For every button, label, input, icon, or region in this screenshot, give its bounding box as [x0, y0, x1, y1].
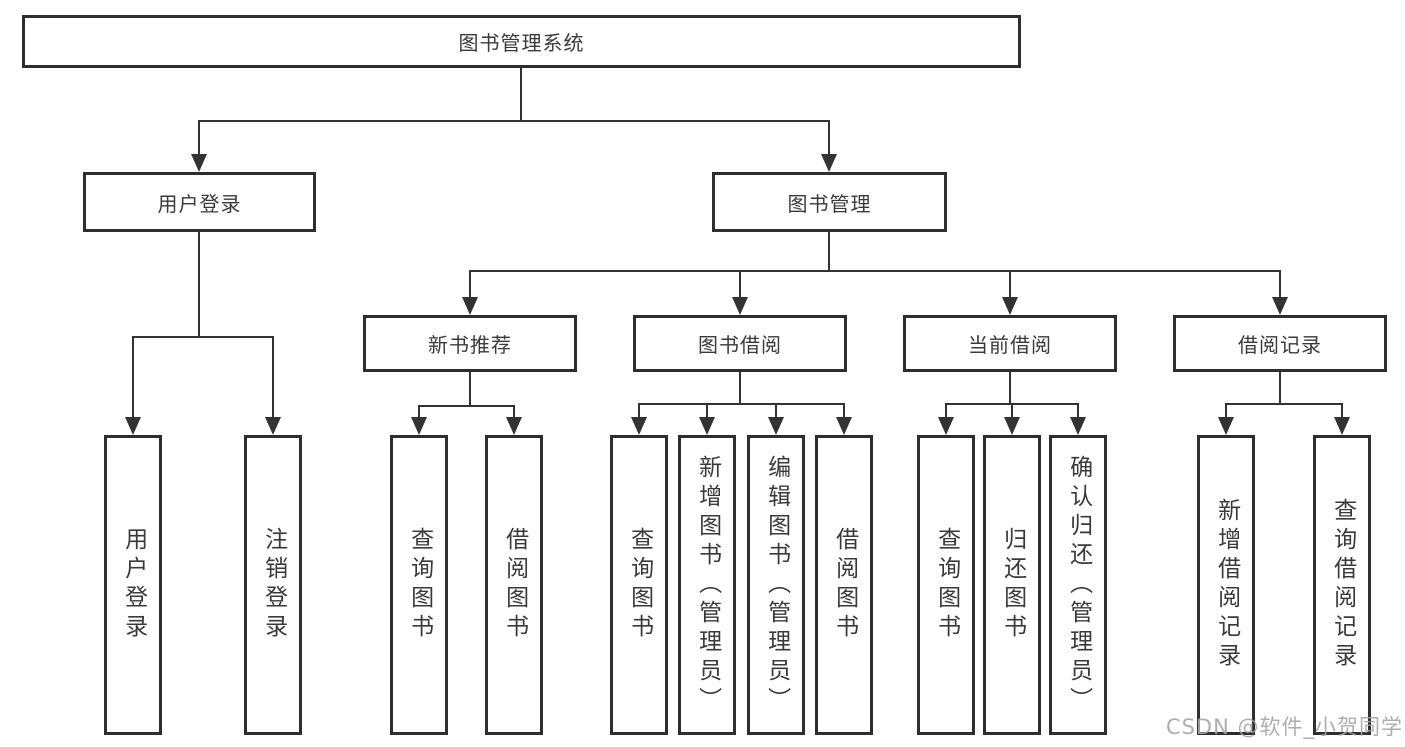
connector-drop-borrowing	[739, 270, 741, 297]
connector-drop	[1011, 403, 1013, 417]
leaf-edit-book-admin-label: 编辑图书（管理员）	[763, 454, 790, 716]
connector-drop	[513, 405, 515, 417]
leaf-add-borrow-record: 新增借阅记录	[1197, 435, 1255, 735]
arrow-down-icon	[1070, 417, 1086, 435]
connector-user-stem	[198, 232, 200, 336]
leaf-borrow-books-recommend-label: 借阅图书	[501, 527, 528, 643]
node-current-borrowing: 当前借阅	[903, 315, 1117, 372]
arrow-down-icon	[699, 417, 715, 435]
connector-drop	[843, 403, 845, 417]
leaf-return-book: 归还图书	[983, 435, 1041, 735]
arrow-down-icon	[1004, 417, 1020, 435]
arrow-down-icon	[1002, 297, 1018, 315]
leaf-borrow-books-recommend: 借阅图书	[485, 435, 543, 735]
connector-drop	[1077, 403, 1079, 417]
leaf-query-books-recommend: 查询图书	[390, 435, 448, 735]
connector-drop-current	[1009, 270, 1011, 297]
arrow-down-icon	[506, 417, 522, 435]
connector-drop-logout	[272, 336, 274, 417]
connector-drop	[706, 403, 708, 417]
connector-drop-records	[1279, 270, 1281, 297]
connector-root-trunk	[520, 68, 522, 120]
connector-drop	[775, 403, 777, 417]
connector-drop-user	[198, 120, 200, 156]
connector-recommend-branch	[418, 405, 515, 407]
connector-drop-login	[132, 336, 134, 417]
watermark: CSDN @软件_小贺同学	[1165, 715, 1403, 739]
leaf-add-book-admin: 新增图书（管理员）	[678, 435, 736, 735]
leaf-query-books-borrowing-label: 查询图书	[626, 527, 653, 643]
leaf-query-borrow-record-label: 查询借阅记录	[1329, 498, 1356, 672]
leaf-logout: 注销登录	[244, 435, 302, 735]
leaf-query-borrow-record: 查询借阅记录	[1313, 435, 1371, 735]
connector-borrowing-stem	[739, 372, 741, 403]
leaf-query-books-borrowing: 查询图书	[610, 435, 668, 735]
arrow-down-icon	[191, 154, 207, 172]
leaf-query-books-current-label: 查询图书	[933, 527, 960, 643]
arrow-down-icon	[732, 297, 748, 315]
leaf-query-books-recommend-label: 查询图书	[406, 527, 433, 643]
connector-level3-branch	[469, 270, 1281, 272]
arrow-down-icon	[462, 297, 478, 315]
leaf-return-book-label: 归还图书	[999, 527, 1026, 643]
connector-drop	[418, 405, 420, 417]
connector-borrowing-branch	[638, 403, 845, 405]
leaf-borrow-books-borrowing: 借阅图书	[815, 435, 873, 735]
node-book-management-label: 图书管理	[787, 191, 872, 216]
node-new-book-recommend: 新书推荐	[363, 315, 577, 372]
arrow-down-icon	[1218, 417, 1234, 435]
node-user-login: 用户登录	[83, 172, 316, 232]
leaf-logout-label: 注销登录	[260, 527, 287, 643]
leaf-add-book-admin-label: 新增图书（管理员）	[694, 454, 721, 716]
node-book-management: 图书管理	[712, 172, 947, 232]
connector-drop	[1341, 403, 1343, 417]
connector-user-branch	[132, 336, 274, 338]
connector-records-branch	[1225, 403, 1343, 405]
connector-records-stem	[1279, 372, 1281, 403]
arrow-down-icon	[1272, 297, 1288, 315]
node-root-label: 图书管理系统	[458, 31, 585, 55]
arrow-down-icon	[265, 417, 281, 435]
arrow-down-icon	[836, 417, 852, 435]
node-root: 图书管理系统	[22, 15, 1021, 68]
connector-current-stem	[1009, 372, 1011, 403]
node-book-borrowing: 图书借阅	[633, 315, 847, 372]
connector-drop	[638, 403, 640, 417]
connector-drop-recommend	[469, 270, 471, 297]
arrow-down-icon	[411, 417, 427, 435]
arrow-down-icon	[938, 417, 954, 435]
arrow-down-icon	[125, 417, 141, 435]
node-user-login-label: 用户登录	[157, 191, 242, 216]
leaf-user-login: 用户登录	[104, 435, 162, 735]
arrow-down-icon	[821, 154, 837, 172]
arrow-down-icon	[1334, 417, 1350, 435]
leaf-query-books-current: 查询图书	[917, 435, 975, 735]
connector-drop	[945, 403, 947, 417]
node-borrowing-records: 借阅记录	[1173, 315, 1387, 372]
node-borrowing-records-label: 借阅记录	[1238, 333, 1322, 357]
leaf-edit-book-admin: 编辑图书（管理员）	[747, 435, 805, 735]
connector-recommend-stem	[469, 372, 471, 405]
node-new-book-recommend-label: 新书推荐	[428, 333, 512, 357]
leaf-confirm-return-admin: 确认归还（管理员）	[1049, 435, 1107, 735]
connector-drop-book	[828, 120, 830, 156]
arrow-down-icon	[631, 417, 647, 435]
arrow-down-icon	[768, 417, 784, 435]
leaf-add-borrow-record-label: 新增借阅记录	[1213, 498, 1240, 672]
connector-book-stem	[828, 232, 830, 270]
node-book-borrowing-label: 图书借阅	[698, 333, 782, 357]
leaf-borrow-books-borrowing-label: 借阅图书	[831, 527, 858, 643]
leaf-user-login-label: 用户登录	[120, 527, 147, 643]
connector-level2-branch	[198, 120, 830, 122]
node-current-borrowing-label: 当前借阅	[968, 333, 1052, 357]
connector-drop	[1225, 403, 1227, 417]
leaf-confirm-return-admin-label: 确认归还（管理员）	[1065, 454, 1092, 716]
